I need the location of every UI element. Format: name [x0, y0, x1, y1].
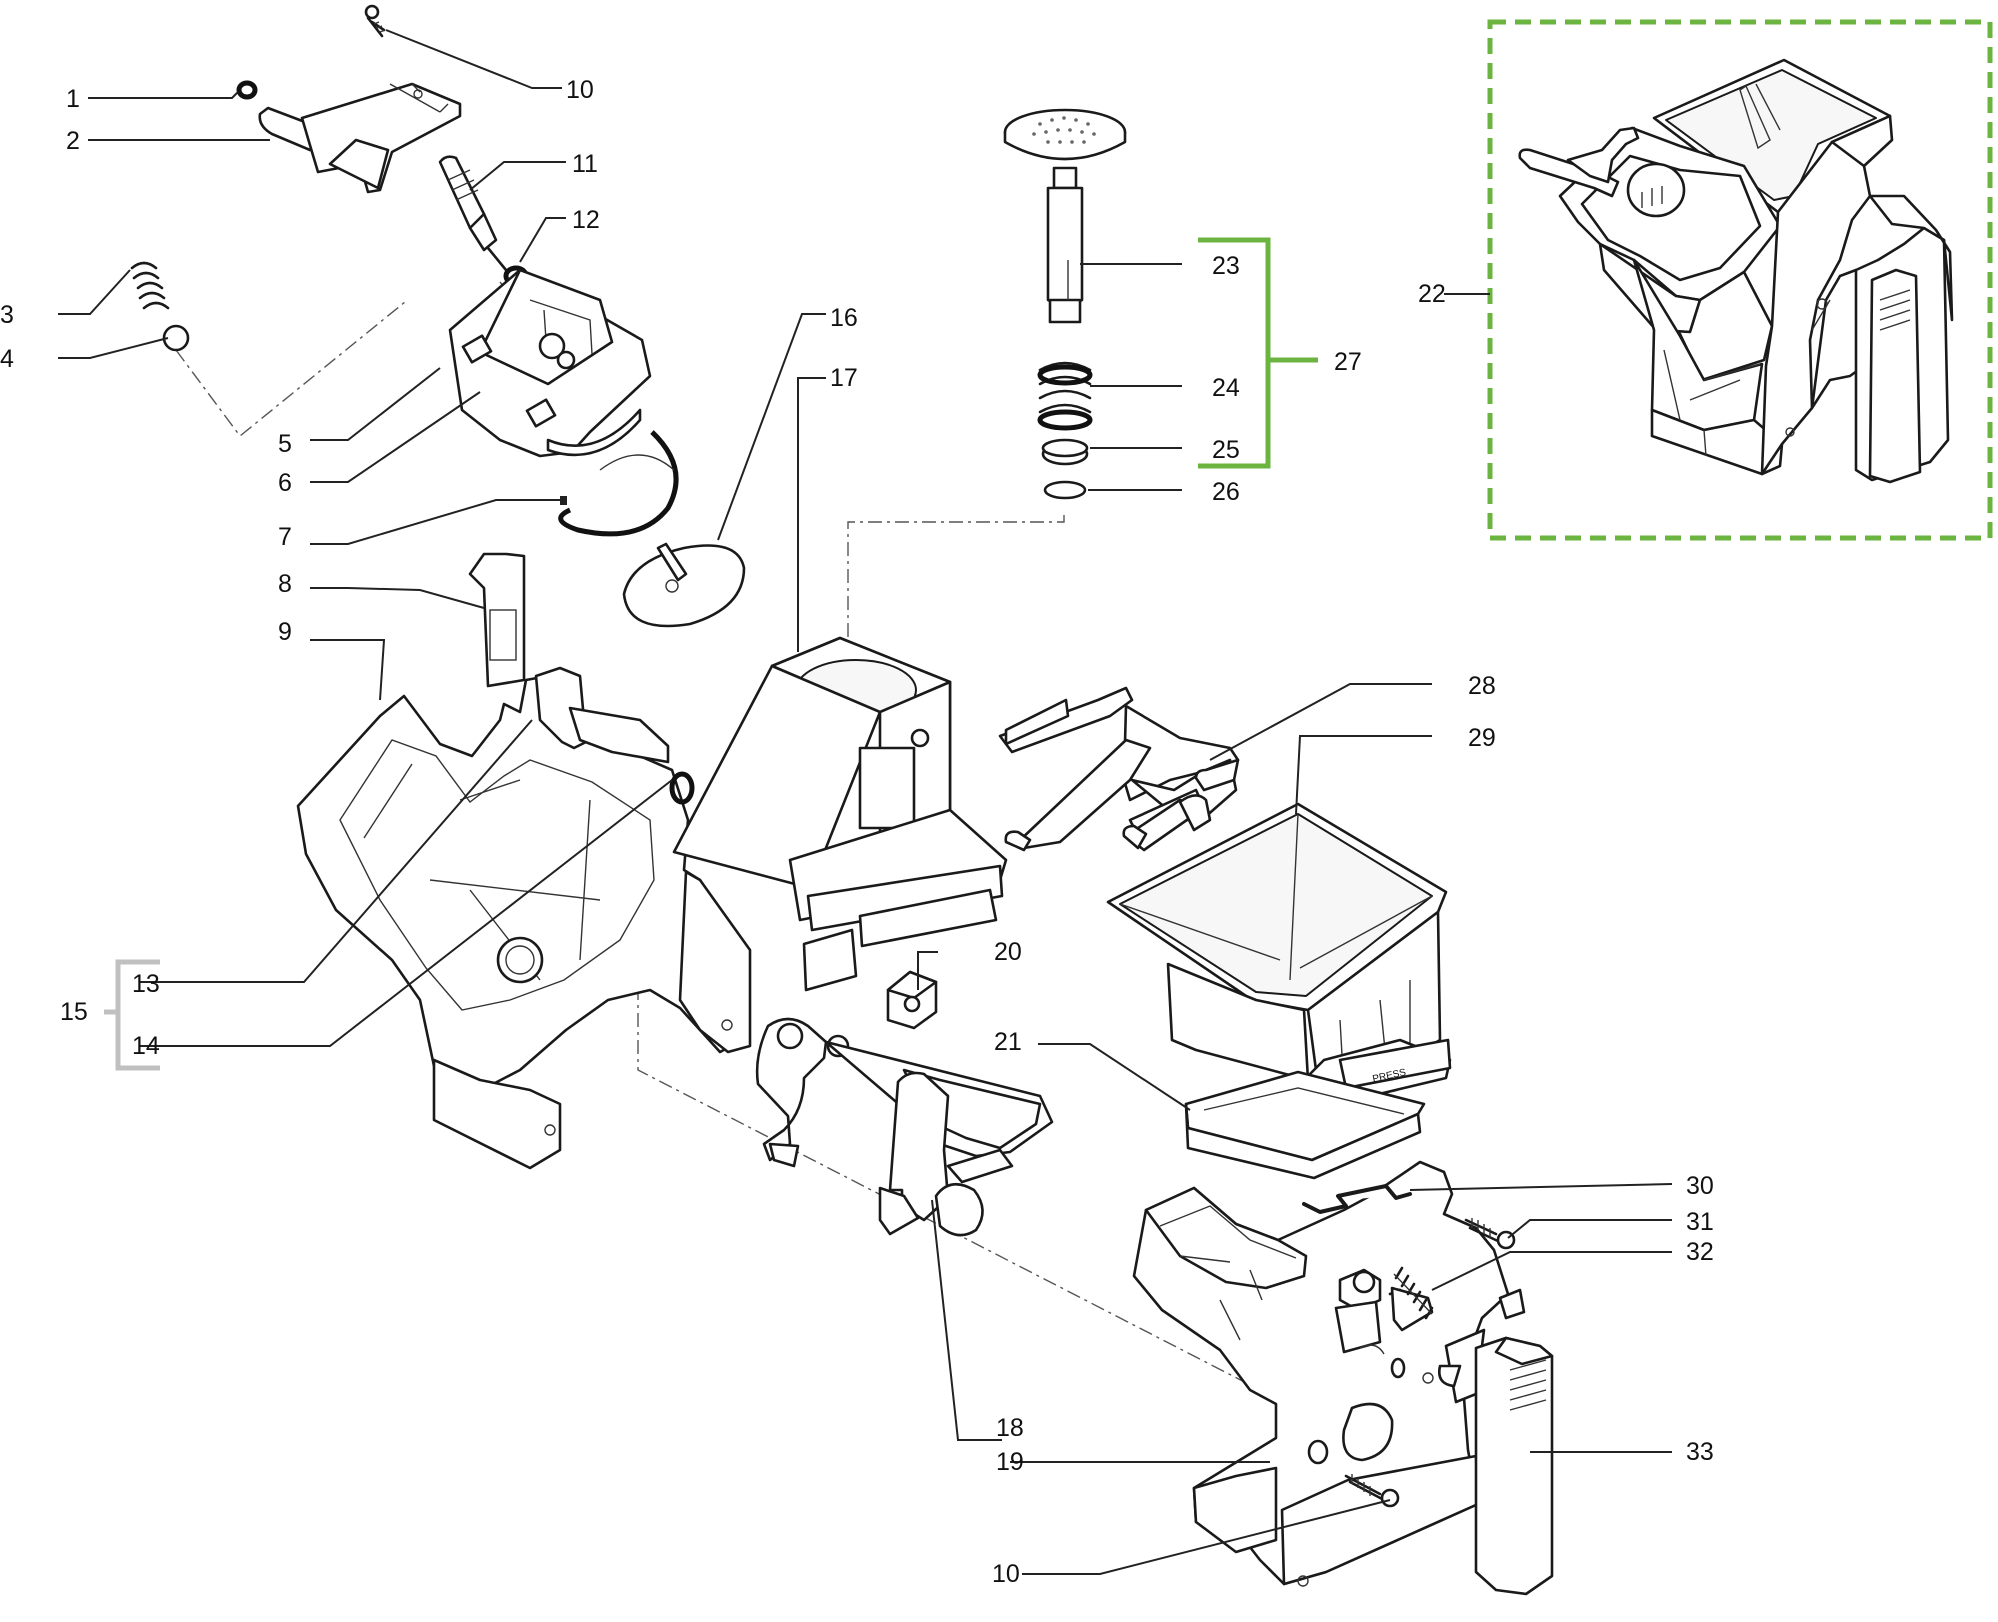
screw-top [364, 4, 386, 38]
small-block [886, 970, 938, 1030]
callout-14: 14 [132, 1032, 160, 1060]
screw-bottom [1344, 1474, 1400, 1508]
callout-19: 19 [996, 1448, 1024, 1476]
callout-30: 30 [1686, 1172, 1714, 1200]
funnel-hopper [1106, 802, 1452, 1102]
callout-13: 13 [132, 970, 160, 998]
callout-20: 20 [994, 938, 1022, 966]
callout-12: 12 [572, 206, 600, 234]
callout-18: 18 [996, 1414, 1024, 1442]
piston-kit [1003, 108, 1127, 500]
callout-17: 17 [830, 364, 858, 392]
callout-29: 29 [1468, 724, 1496, 752]
callout-28: 28 [1468, 672, 1496, 700]
group-bracket [115, 959, 160, 1071]
callout-11: 11 [572, 150, 598, 178]
left-housing [296, 666, 752, 1170]
diaphragm-disc [622, 542, 746, 628]
cam-lever [755, 1017, 1054, 1237]
assembled-unit [1518, 58, 1954, 484]
callout-6: 6 [278, 469, 292, 497]
callout-5: 5 [278, 430, 292, 458]
kit-bracket [1198, 237, 1271, 469]
spring-32 [1393, 1266, 1434, 1320]
spring-ball [130, 261, 190, 352]
callout-9: 9 [278, 618, 292, 646]
callout-27: 27 [1334, 348, 1362, 376]
callout-23: 23 [1212, 252, 1240, 280]
callout-22: 22 [1418, 280, 1446, 308]
callout-25: 25 [1212, 436, 1240, 464]
callout-1: 1 [66, 85, 80, 113]
lever-arms [998, 686, 1240, 852]
callout-labels: 1 2 3 4 5 6 7 8 9 10 11 12 13 14 15 16 1… [0, 76, 1714, 1588]
side-handle [1438, 1288, 1554, 1596]
lever-part [236, 80, 462, 194]
callout-26: 26 [1212, 478, 1240, 506]
callout-10-top: 10 [566, 76, 594, 104]
callout-16: 16 [830, 304, 858, 332]
callout-4: 4 [0, 345, 14, 373]
callout-10-bottom: 10 [992, 1560, 1020, 1588]
knob-stem [438, 155, 529, 287]
callout-15: 15 [60, 998, 88, 1026]
wire-clip [1302, 1184, 1412, 1214]
leader-lines [58, 29, 1673, 1575]
callout-24: 24 [1212, 374, 1240, 402]
callout-31: 31 [1686, 1208, 1714, 1236]
o-ring-14 [669, 771, 695, 805]
drip-tray [1184, 1070, 1426, 1180]
valve-block [448, 268, 652, 458]
right-chassis [1132, 1160, 1510, 1587]
callout-33: 33 [1686, 1438, 1714, 1466]
callout-32: 32 [1686, 1238, 1714, 1266]
o-ring-1 [236, 80, 258, 100]
center-block [672, 636, 1008, 992]
callout-3: 3 [0, 301, 14, 329]
callout-8: 8 [278, 570, 292, 598]
callout-7: 7 [278, 523, 292, 551]
callout-21: 21 [994, 1028, 1022, 1056]
plate-part [468, 552, 526, 688]
callout-2: 2 [66, 127, 80, 155]
assembly-frame [1487, 19, 1993, 541]
